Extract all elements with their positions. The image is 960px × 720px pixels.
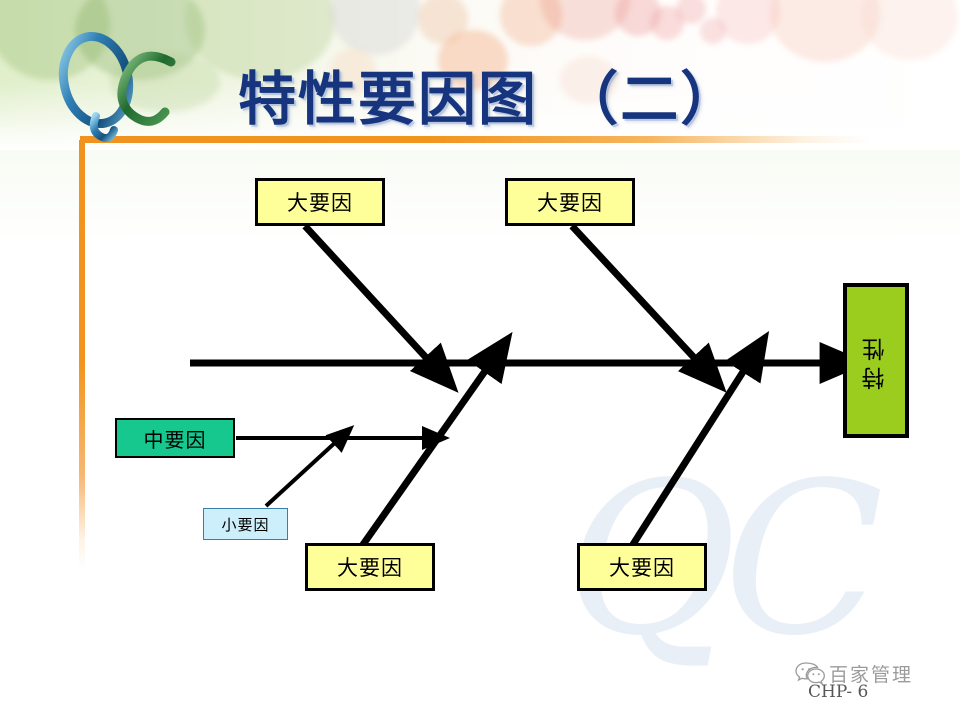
orange-horizontal-rule [80,136,870,143]
wechat-icon [795,661,825,685]
mid-cause-box[interactable]: 中要因 [115,418,235,458]
major-cause-box-top-right[interactable]: 大要因 [505,178,635,226]
major-cause-box-bottom-left[interactable]: 大要因 [305,543,435,591]
bone-bottom-left [359,331,513,549]
decor-blob [700,18,726,44]
bone-minor-cause [264,425,355,508]
watermark-text: 百家管理 [829,664,914,686]
decor-blob [676,0,706,24]
orange-vertical-rule [79,140,85,570]
major-cause-label: 大要因 [287,191,353,215]
qc-logo-icon [58,31,176,142]
major-cause-label: 大要因 [337,556,403,580]
minor-cause-box[interactable]: 小要因 [203,508,288,540]
page-title: 特性要因图 （二） [238,65,741,133]
wechat-watermark: 百家管理 [795,660,913,687]
bone-top-left [302,223,459,393]
effect-box[interactable]: 特性 [843,283,909,438]
decor-blob [650,6,684,40]
major-cause-box-bottom-right[interactable]: 大要因 [577,543,707,591]
decor-blob [560,56,618,104]
decor-blob [330,48,376,94]
decor-blob [438,30,508,90]
page-number: CHP- 6 [808,682,869,702]
major-cause-box-top-left[interactable]: 大要因 [255,178,385,226]
mid-cause-label: 中要因 [143,427,207,452]
bone-top-right [569,223,727,393]
background-decor-band [0,0,960,150]
major-cause-label: 大要因 [537,191,603,215]
bone-bottom-right [629,330,770,548]
effect-label: 特性 [863,331,889,390]
minor-cause-label: 小要因 [221,515,270,534]
decor-blob [615,0,661,36]
major-cause-label: 大要因 [609,556,675,580]
